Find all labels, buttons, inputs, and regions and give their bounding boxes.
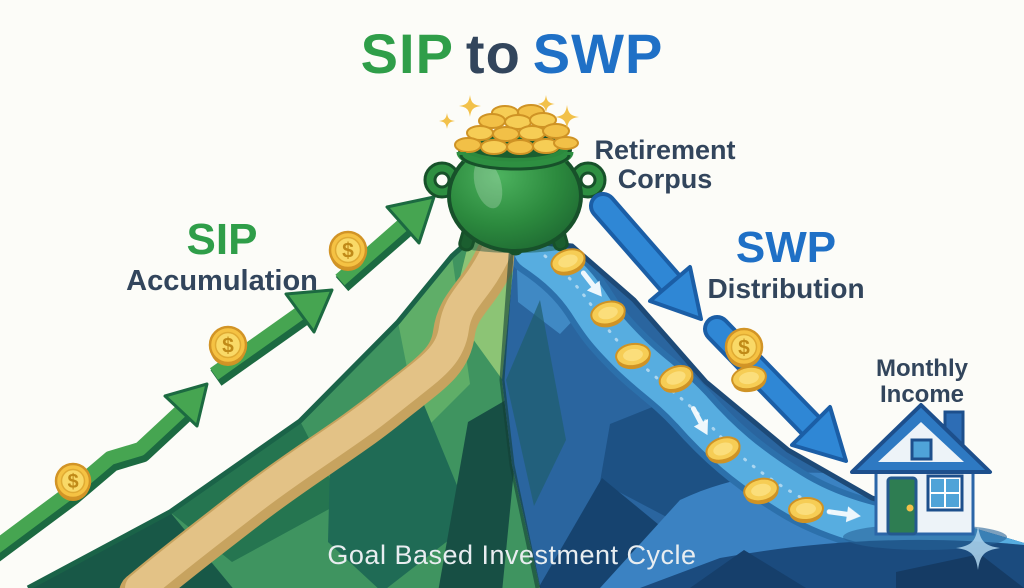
- coin-icon: $: [328, 230, 368, 271]
- sip-heading: SIP: [186, 215, 258, 264]
- flow-arrow-icon: [580, 270, 861, 523]
- coin-icon: [615, 342, 651, 370]
- green-mountain: [26, 236, 540, 588]
- coin-icon: [743, 477, 779, 505]
- coin-icon: [590, 300, 626, 328]
- gable-window: [910, 438, 933, 461]
- coin-icon: $: [54, 462, 92, 501]
- house-icon: [843, 403, 1007, 550]
- dollar-sign: $: [67, 471, 78, 493]
- front-window: [926, 474, 964, 512]
- pot-of-gold-icon: [423, 104, 607, 256]
- dollar-sign: $: [342, 240, 354, 263]
- coin-icon: $: [208, 325, 248, 366]
- coin-icon: $: [724, 327, 764, 368]
- title-to: to: [465, 22, 521, 85]
- coin-icon: [550, 248, 586, 276]
- growth-arrow-1: [0, 382, 209, 562]
- mountain-divide: [499, 241, 541, 588]
- dollar-sign: $: [738, 337, 750, 360]
- coin-heap: [454, 104, 579, 155]
- blue-ridge-edge: [515, 237, 961, 527]
- title-sip: SIP: [360, 22, 454, 85]
- distribution-arrow-1: [589, 192, 703, 321]
- green-ridge-edge: [26, 236, 474, 588]
- coin-icon: [658, 364, 694, 393]
- sip-accumulation-label: SIP Accumulation: [92, 216, 352, 297]
- dollar-sign: $: [222, 335, 234, 358]
- house-door: [886, 476, 918, 536]
- title-swp: SWP: [532, 22, 664, 85]
- coin-icon: [788, 496, 824, 524]
- swp-distribution-label: SWP Distribution: [706, 224, 866, 304]
- coin-icon: [705, 436, 741, 464]
- river-coins: [550, 248, 824, 524]
- footer-caption: Goal Based Investment Cycle: [327, 540, 697, 570]
- sip-subheading: Accumulation: [126, 264, 318, 297]
- swp-heading: SWP: [735, 223, 837, 272]
- trail-path: [119, 238, 518, 588]
- door-knob: [906, 504, 914, 512]
- retirement-corpus-label: Retirement Corpus: [594, 135, 736, 195]
- swp-subheading: Distribution: [707, 272, 865, 304]
- monthly-income-label: Monthly Income: [876, 355, 968, 408]
